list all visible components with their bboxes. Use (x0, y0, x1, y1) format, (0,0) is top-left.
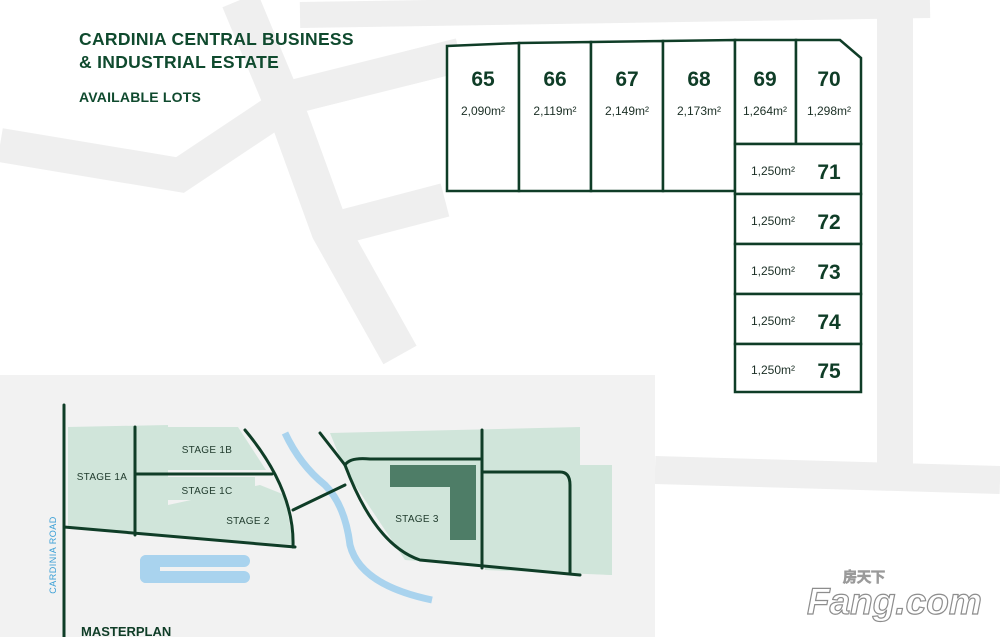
lot-number-73: 73 (817, 261, 840, 284)
stage-3-building (390, 465, 476, 540)
lot-number-67: 67 (615, 68, 638, 91)
stage-2-label: STAGE 2 (226, 516, 270, 527)
masterplan-inset: STAGE 1A STAGE 1B STAGE 1C STAGE 2 STAGE… (0, 375, 655, 637)
lot-area-71: 1,250m² (751, 164, 795, 178)
lot-outline-70 (794, 38, 863, 146)
lot-area-65: 2,090m² (461, 104, 505, 118)
retention-pond (140, 555, 250, 583)
lot-area-73: 1,250m² (751, 264, 795, 278)
lot-outline-69 (733, 38, 798, 146)
lot-number-65: 65 (471, 68, 495, 91)
available-lots-heading: AVAILABLE LOTS (79, 89, 202, 105)
lot-number-69: 69 (753, 68, 776, 91)
lot-area-75: 1,250m² (751, 363, 795, 377)
stage-3-road-east (480, 470, 572, 575)
lot-outline-74 (733, 292, 863, 346)
lot-number-74: 74 (817, 311, 841, 334)
cardinia-road-label: CARDINIA ROAD (48, 516, 58, 594)
lot-number-75: 75 (817, 360, 841, 383)
watermark-text: Fang.com (807, 581, 982, 622)
lot-area-72: 1,250m² (751, 214, 795, 228)
title-line-2: & INDUSTRIAL ESTATE (79, 52, 280, 72)
watermark-cn: 房天下 (843, 569, 885, 586)
lot-area-67: 2,149m² (605, 104, 649, 118)
title-line-1: CARDINIA CENTRAL BUSINESS (79, 29, 354, 49)
lot-outline-71 (733, 142, 863, 196)
lot-number-72: 72 (817, 211, 840, 234)
stage-1a-area (68, 425, 168, 535)
stage-3-road-curve (343, 463, 582, 577)
fang-watermark-logo: 房天下 Fang.com (806, 569, 982, 623)
stage-1a-label: STAGE 1A (77, 472, 128, 483)
creek (281, 431, 433, 604)
stage-1b-area (168, 427, 266, 470)
stage-3-road-top (343, 457, 482, 467)
connector-road (291, 483, 347, 512)
lot-area-69: 1,264m² (743, 104, 787, 118)
lot-outline-72 (733, 192, 863, 246)
lot-number-71: 71 (817, 161, 841, 184)
lot-area-66: 2,119m² (533, 104, 576, 118)
stage-2-area (168, 485, 293, 545)
lot-number-66: 66 (543, 68, 566, 91)
masterplan-heading: MASTERPLAN (81, 624, 171, 637)
lot-area-68: 2,173m² (677, 104, 721, 118)
stage-3-label: STAGE 3 (395, 514, 439, 525)
stage-3-east-area (485, 465, 612, 575)
stage-3-road-west (318, 431, 347, 467)
lot-outline-73 (733, 242, 863, 296)
stage-1b-label: STAGE 1B (182, 445, 233, 456)
lot-outline-75 (733, 342, 863, 394)
stage-1c-label: STAGE 1C (181, 486, 232, 497)
lot-number-68: 68 (687, 68, 711, 91)
main-road (62, 525, 297, 549)
estate-title: CARDINIA CENTRAL BUSINESS & INDUSTRIAL E… (79, 28, 354, 74)
lot-area-70: 1,298m² (807, 104, 851, 118)
loop-road (243, 428, 295, 549)
lot-number-70: 70 (817, 68, 840, 91)
lot-area-74: 1,250m² (751, 314, 795, 328)
